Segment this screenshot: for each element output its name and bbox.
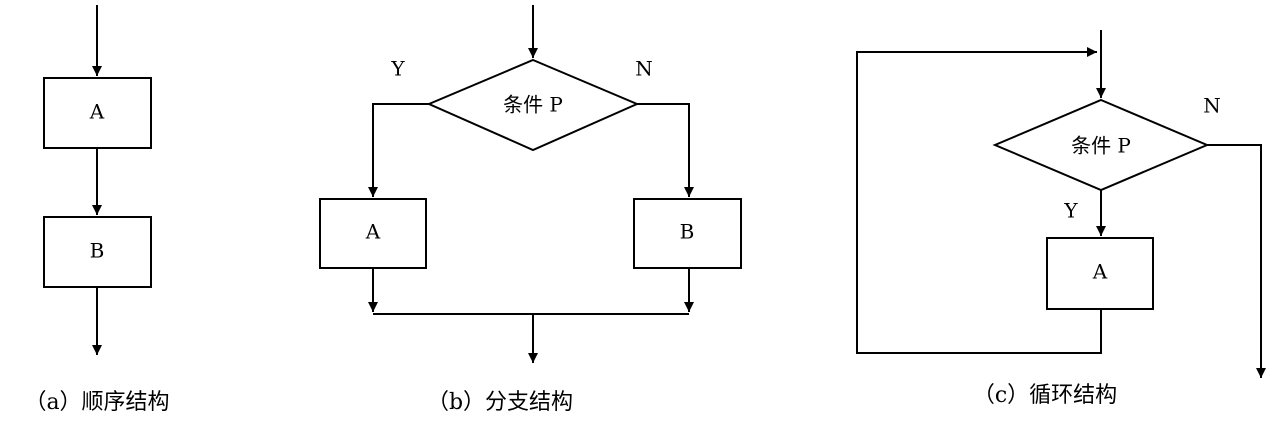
branch-condition-label: 条件 P	[503, 93, 563, 117]
branch-box-b-label: B	[680, 220, 695, 244]
loop-exit-arrow	[1207, 144, 1266, 378]
loop-box-a	[1046, 237, 1154, 310]
branch-box-b	[633, 198, 742, 269]
branch-caption: （b）分支结构	[427, 390, 573, 415]
loop-diagram: 条件 P N Y A （c）循环结构	[856, 30, 1266, 408]
branch-yes-arrow	[368, 103, 429, 197]
loop-box-a-label: A	[1092, 260, 1108, 284]
seq-box-b	[43, 216, 152, 288]
seq-box-b-label: B	[90, 239, 105, 263]
branch-no-arrow	[637, 103, 694, 197]
seq-box-a-label: A	[89, 100, 105, 124]
loop-condition-label: 条件 P	[1071, 134, 1131, 158]
loop-no-label: N	[1203, 94, 1221, 118]
seq-caption: （a）顺序结构	[24, 390, 169, 415]
branch-no-label: N	[635, 57, 653, 81]
loop-back-arrow	[856, 47, 1102, 354]
sequence-diagram: A B （a）顺序结构	[24, 5, 170, 415]
branch-yes-label: Y	[390, 57, 405, 81]
branch-box-a-label: A	[365, 220, 381, 244]
branch-box-a	[319, 198, 427, 269]
loop-caption: （c）循环结构	[973, 383, 1117, 408]
branch-condition-diamond	[426, 58, 640, 152]
branch-diagram: 条件 P Y N A B （b）分支结构	[319, 5, 742, 415]
loop-yes-label: Y	[1063, 199, 1078, 223]
